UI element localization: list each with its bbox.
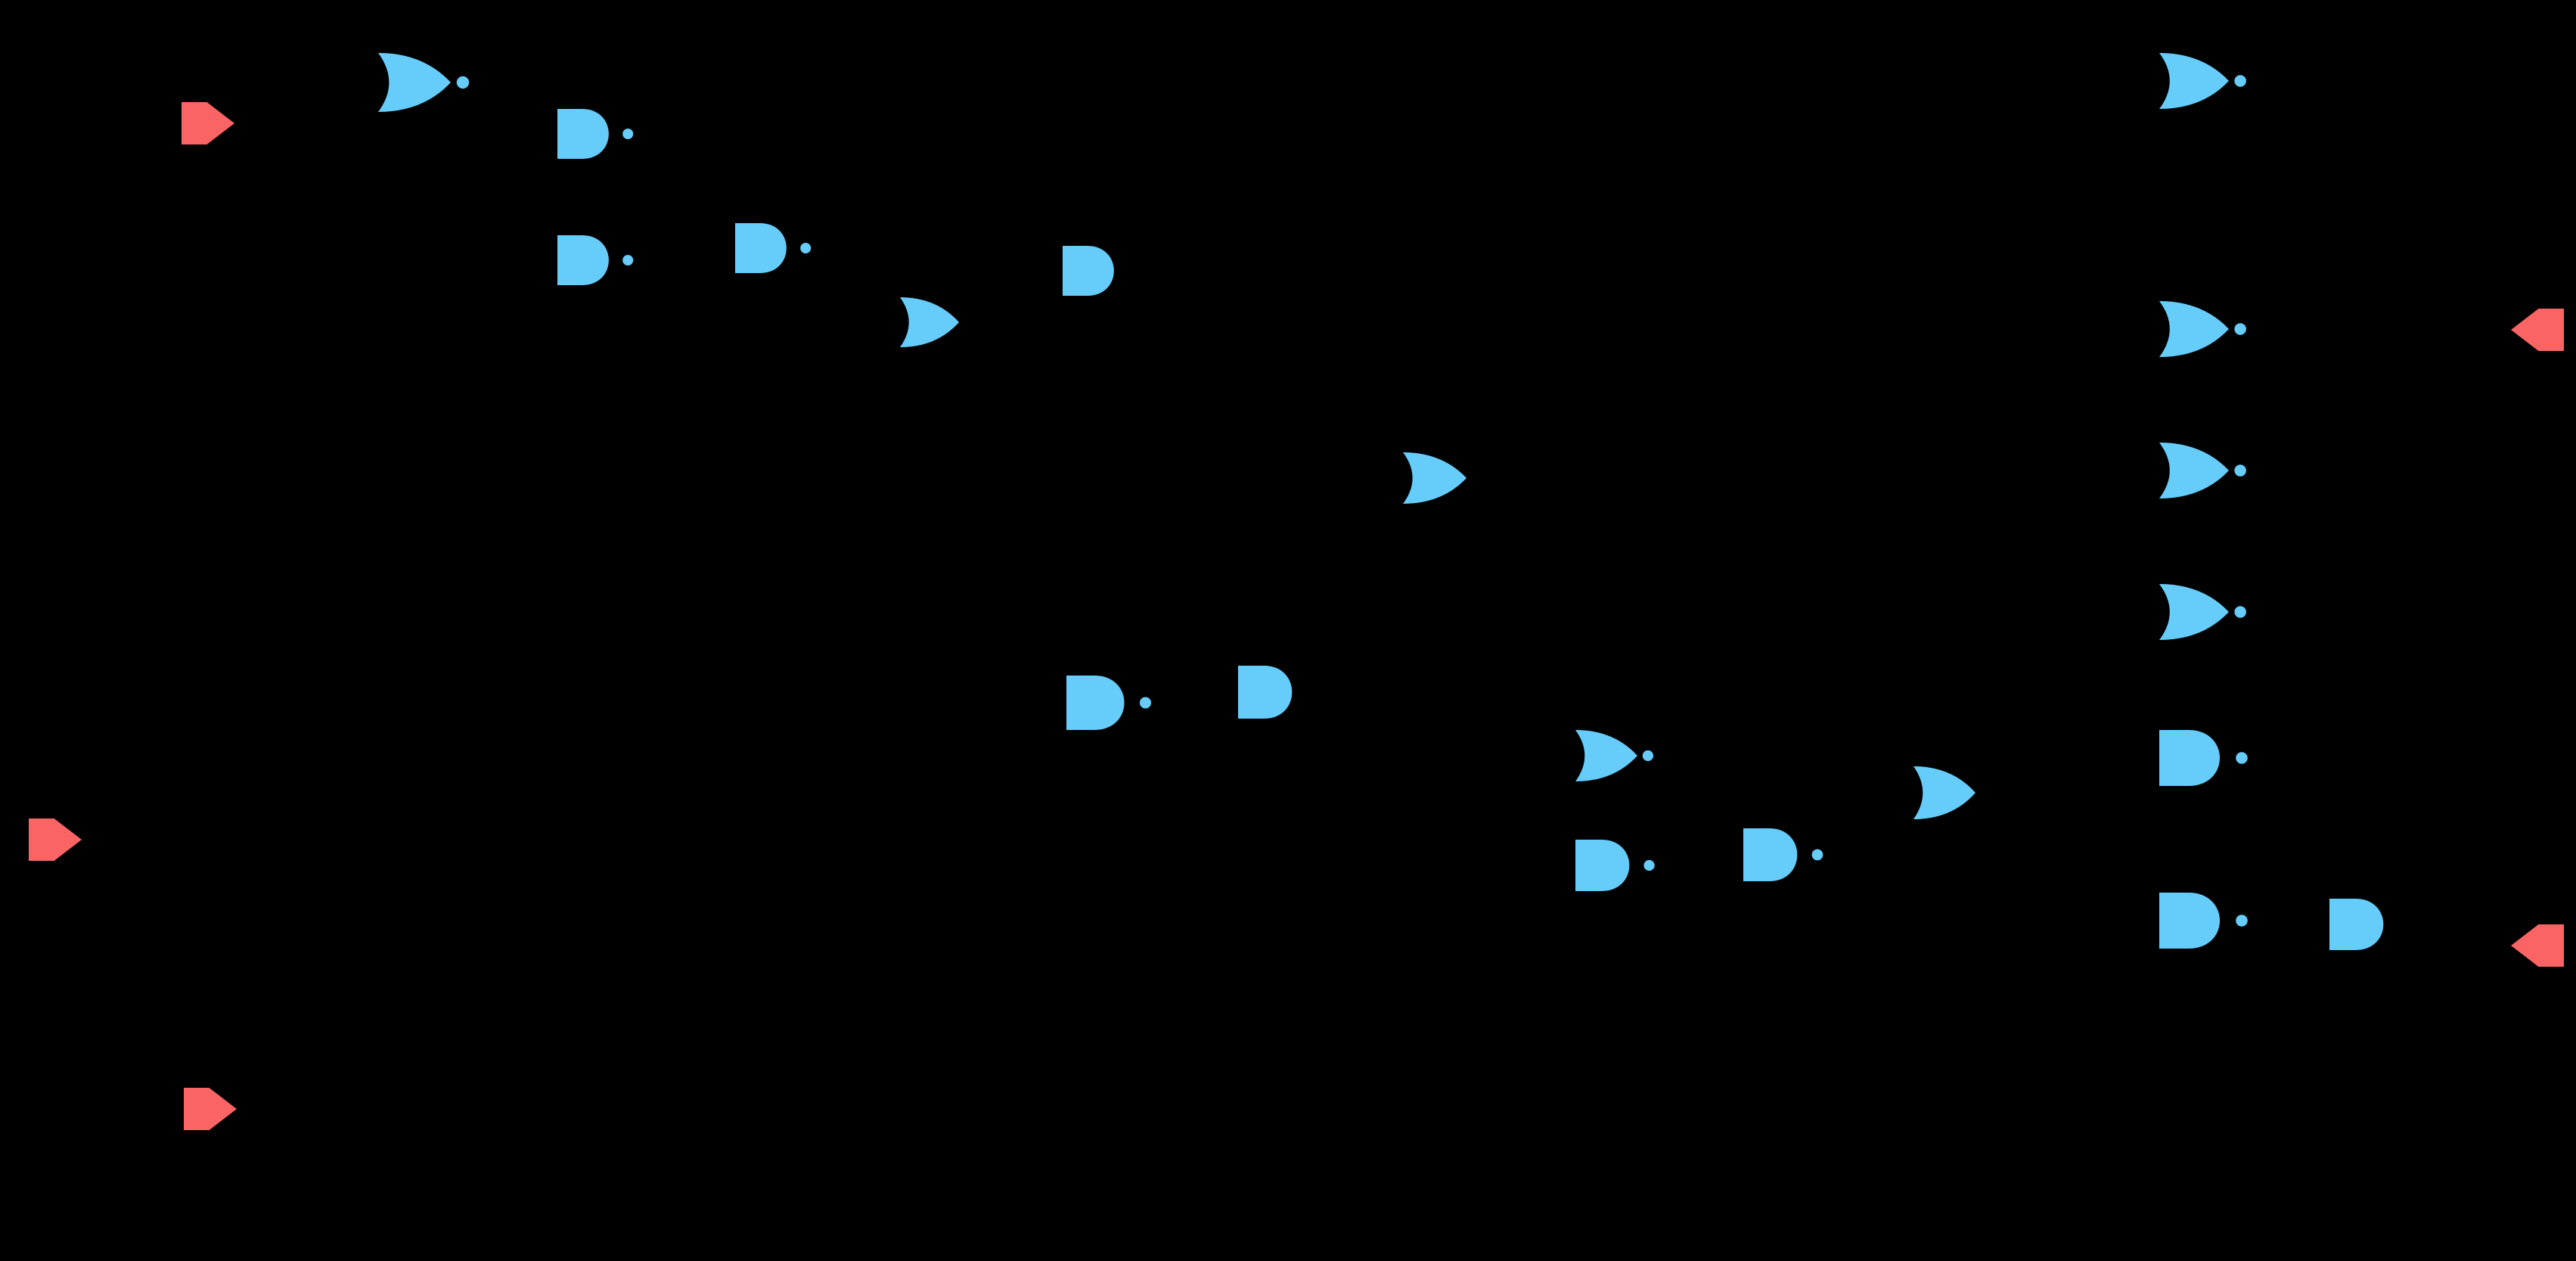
and-gate-8-body — [1238, 666, 1293, 719]
output-port-1-shape — [2511, 924, 2564, 967]
or-gate-12-body — [1913, 766, 1975, 819]
nand-gate-11[interactable] — [1743, 828, 1823, 881]
nor-gate-16-inversion-bubble-icon — [2234, 606, 2246, 618]
nand-gate-10[interactable] — [1575, 840, 1655, 891]
or-gate-6-body — [1403, 452, 1466, 504]
nand-gate-7[interactable] — [1066, 676, 1152, 730]
nor-gate-16[interactable] — [2159, 584, 2246, 640]
gates-layer — [378, 53, 2384, 950]
or-gate-6[interactable] — [1403, 452, 1466, 504]
nor-gate-15-body — [2159, 443, 2229, 498]
nor-gate-9-inversion-bubble-icon — [1642, 750, 1654, 762]
nand-gate-1[interactable] — [557, 109, 634, 159]
nand-gate-3[interactable] — [735, 223, 812, 273]
and-gate-5[interactable] — [1063, 246, 1114, 296]
input-port-0[interactable] — [182, 102, 234, 144]
input-port-1[interactable] — [29, 818, 82, 861]
nor-gate-9-body — [1575, 730, 1637, 781]
nor-gate-9[interactable] — [1575, 730, 1654, 781]
nand-gate-7-inversion-bubble-icon — [1139, 697, 1152, 709]
nand-gate-2-inversion-bubble-icon — [622, 255, 634, 266]
or-gate-4[interactable] — [900, 297, 959, 347]
input-port-1-shape — [29, 818, 82, 861]
nor-gate-16-body — [2159, 584, 2229, 640]
input-port-0-shape — [182, 102, 234, 144]
nor-gate-0[interactable] — [378, 53, 470, 112]
nand-gate-2-body — [557, 235, 609, 285]
nand-gate-10-body — [1575, 840, 1630, 891]
or-gate-4-body — [900, 297, 959, 347]
input-port-2[interactable] — [184, 1088, 237, 1130]
nor-gate-15[interactable] — [2159, 443, 2246, 498]
and-gate-19[interactable] — [2329, 899, 2384, 950]
input-port-2-shape — [184, 1088, 237, 1130]
nand-gate-18-body — [2159, 893, 2221, 949]
nand-gate-1-inversion-bubble-icon — [622, 129, 634, 139]
nand-gate-18-inversion-bubble-icon — [2236, 915, 2248, 927]
nand-gate-11-body — [1743, 828, 1798, 881]
nor-gate-13-body — [2159, 53, 2229, 109]
nand-gate-17[interactable] — [2159, 730, 2248, 786]
and-gate-8[interactable] — [1238, 666, 1293, 719]
nand-gate-17-body — [2159, 730, 2221, 786]
nor-gate-15-inversion-bubble-icon — [2234, 464, 2246, 477]
nand-gate-11-inversion-bubble-icon — [1811, 849, 1823, 861]
nor-gate-14[interactable] — [2159, 301, 2246, 357]
output-port-0-shape — [2511, 309, 2564, 351]
or-gate-12[interactable] — [1913, 766, 1975, 819]
nor-gate-13[interactable] — [2159, 53, 2246, 109]
nand-gate-2[interactable] — [557, 235, 634, 285]
output-port-1[interactable] — [2511, 924, 2564, 967]
nand-gate-18[interactable] — [2159, 893, 2248, 949]
and-gate-5-body — [1063, 246, 1114, 296]
nand-gate-17-inversion-bubble-icon — [2236, 752, 2248, 764]
nor-gate-0-body — [378, 53, 451, 112]
output-port-0[interactable] — [2511, 309, 2564, 351]
nor-gate-13-inversion-bubble-icon — [2234, 75, 2246, 87]
nand-gate-3-inversion-bubble-icon — [800, 243, 812, 253]
nand-gate-3-body — [735, 223, 787, 273]
nor-gate-14-body — [2159, 301, 2229, 357]
nor-gate-14-inversion-bubble-icon — [2234, 323, 2246, 335]
nand-gate-1-body — [557, 109, 609, 159]
nand-gate-10-inversion-bubble-icon — [1643, 859, 1655, 871]
and-gate-19-body — [2329, 899, 2384, 950]
nor-gate-0-inversion-bubble-icon — [456, 76, 470, 89]
nand-gate-7-body — [1066, 676, 1125, 730]
ports-layer — [29, 102, 2564, 1130]
